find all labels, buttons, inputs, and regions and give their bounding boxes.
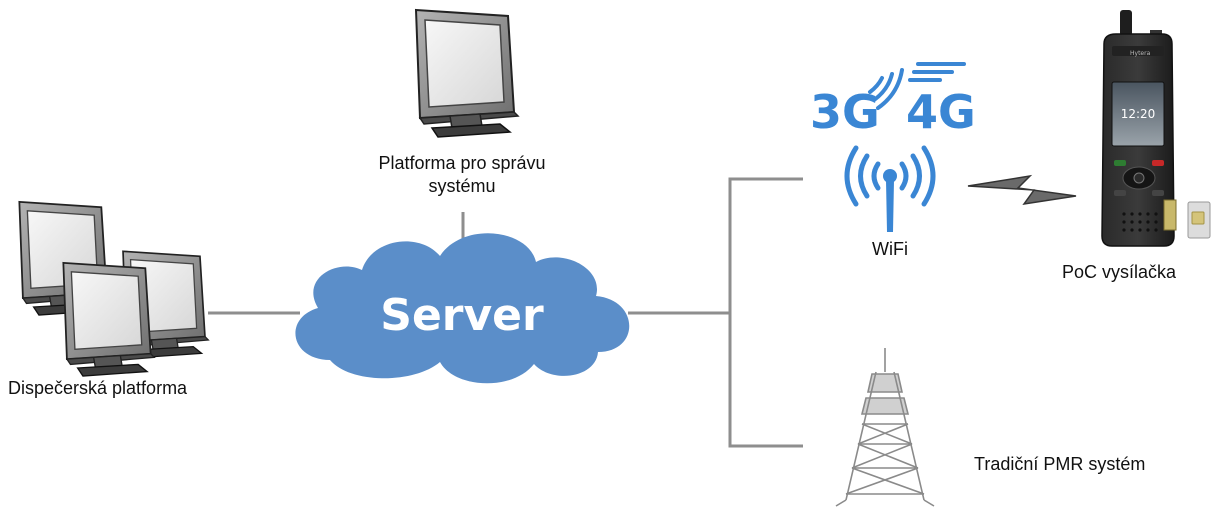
poc-radio-icon: Hytera 12:20 (1101, 10, 1211, 247)
dispatch-workstations-icon (18, 200, 210, 377)
speed-lines-icon (908, 62, 966, 82)
server-cloud: Server (295, 233, 630, 384)
dispatch-monitor-icon (62, 261, 156, 377)
management-label-line1: Platforma pro správu (378, 153, 546, 173)
dispatch-label: Dispečerská platforma (8, 378, 188, 398)
label-4g: 4G (906, 85, 976, 139)
radio-speaker-grille (1122, 212, 1158, 232)
radio-clock: 12:20 (1121, 107, 1156, 121)
label-3g: 3G (810, 85, 880, 139)
connection-lines (208, 177, 803, 448)
radio-keypad (1114, 160, 1164, 196)
radio-brand: Hytera (1130, 50, 1151, 57)
wifi-label: WiFi (872, 239, 908, 259)
signal-arcs-icon (868, 68, 904, 110)
management-label: Platforma pro správu systému (332, 152, 592, 198)
line-trunk-vertical (728, 177, 803, 448)
management-monitor-icon (415, 9, 519, 138)
wifi-antenna-icon (844, 145, 936, 232)
cellular-network-icon: 3G 4G (810, 62, 976, 139)
cloud-shape (295, 233, 630, 384)
pmr-label: Tradiční PMR systém (974, 454, 1146, 474)
management-label-line2: systému (428, 176, 496, 196)
pmr-tower-icon (835, 348, 935, 507)
wireless-link-icon (967, 174, 1077, 206)
poc-radio-label: PoC vysílačka (1062, 262, 1177, 282)
cloud-label: Server (380, 290, 544, 341)
